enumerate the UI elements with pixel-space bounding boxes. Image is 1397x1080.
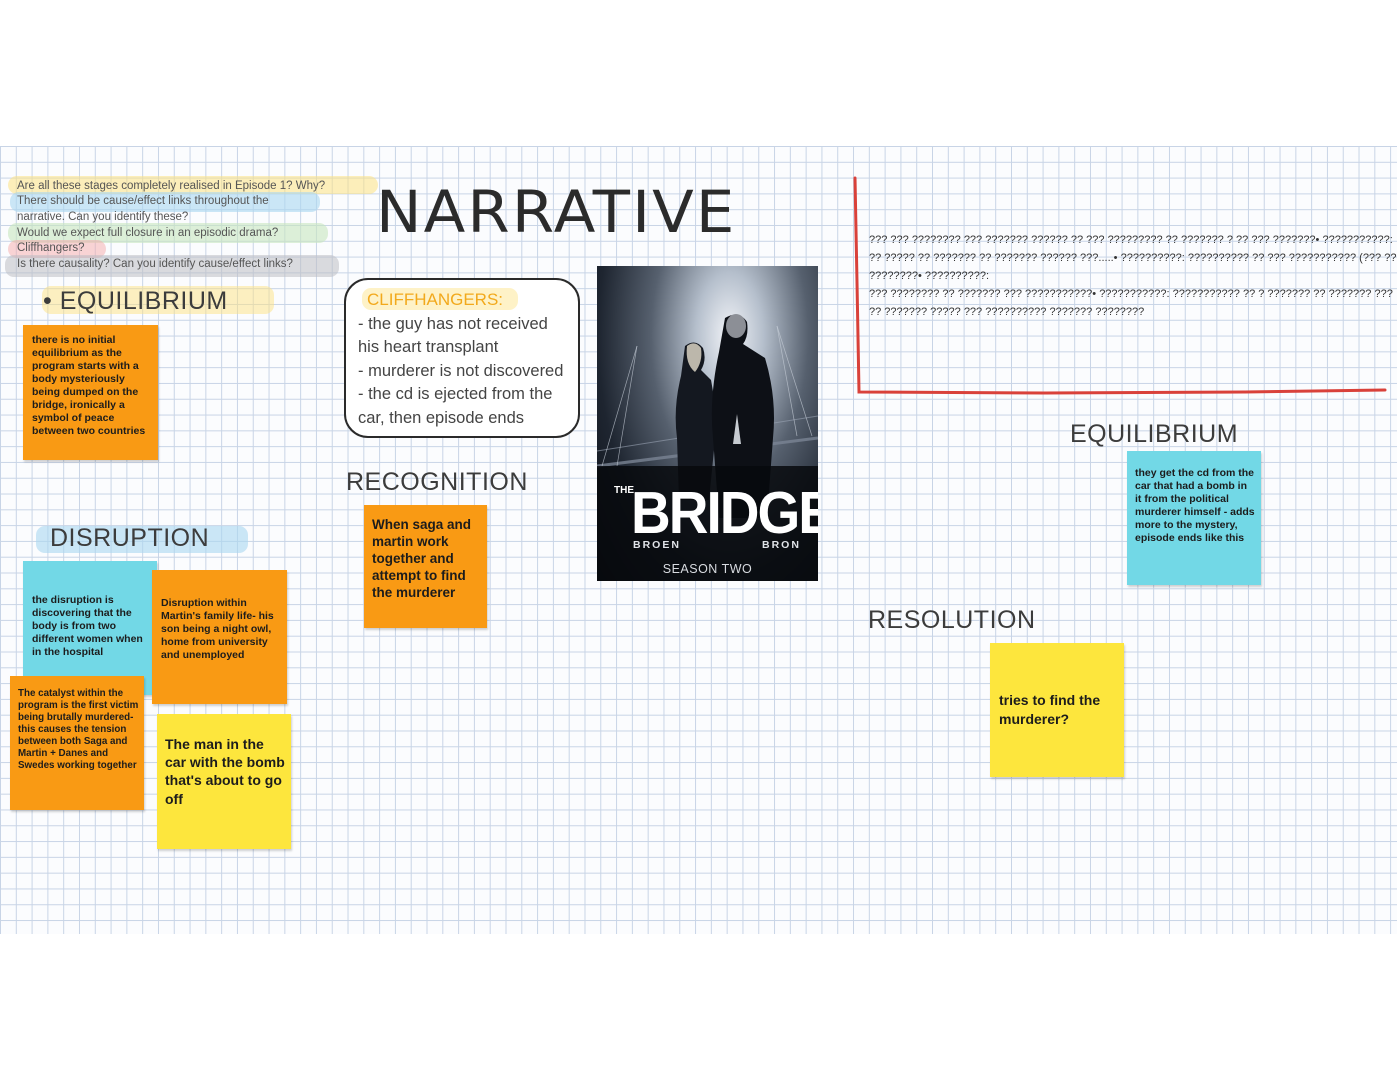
note-text: The catalyst within the program is the f… [18,688,139,771]
sticky-note[interactable]: The catalyst within the program is the f… [10,676,144,810]
cliffhangers-box[interactable] [344,278,580,438]
note-text: the disruption is discovering that the b… [32,594,143,658]
poster-season: SEASON TWO [662,562,753,576]
sticky-note[interactable]: The man in the car with the bomb that's … [157,714,291,849]
highlight-blue [10,192,320,212]
poster-title: BRIDGE [631,479,818,547]
sticky-note[interactable]: tries to find the murderer? [990,643,1124,777]
heading-equilibrium-right: EQUILIBRIUM [1070,420,1239,448]
highlight-yellow [42,286,274,314]
question-line: Cliffhangers? [17,242,85,254]
poster-art [597,314,818,581]
question-line: Are all these stages completely realised… [17,180,326,192]
highlight-blue [36,526,248,553]
highlight-yellow [8,176,378,194]
heading-disruption: DISRUPTION [50,524,210,552]
sticky-note[interactable]: there is no initial equilibrium as the p… [23,325,158,460]
page-title: NARRATIVE [376,178,737,246]
poster-sub-right: BRON [762,539,801,551]
garbled-text-line: ??? ??? ???????? ??? ??????? ?????? ?? ?… [869,234,1393,246]
poster-the: THE [614,485,634,496]
the-bridge-poster: THE BRIDGE BROEN BRON SEASON TWO [597,266,818,581]
question-line: Is there causality? Can you identify cau… [17,258,293,270]
sticky-note[interactable]: the disruption is discovering that the b… [23,561,157,695]
cliffhangers-label: CLIFFHANGERS: [367,290,504,309]
sticky-note[interactable]: they get the cd from the car that had a … [1127,451,1261,585]
sticky-note[interactable]: When saga and martin work together and a… [364,505,487,628]
note-text: they get the cd from the car that had a … [1135,467,1255,544]
note-text: Disruption within Martin's family life- … [161,597,274,661]
question-line: narrative. Can you identify these? [17,211,189,223]
highlight-red [8,240,106,258]
garbled-text-line: ?? ????? ?? ??????? ?? ??????? ?????? ??… [869,252,1397,264]
note-text: When saga and martin work together and a… [372,517,472,600]
highlight-green [8,223,328,243]
highlight-grey [5,255,339,277]
cliffhangers-text: - the guy has not received his heart tra… [358,315,564,427]
note-text: there is no initial equilibrium as the p… [32,334,146,437]
heading-equilibrium: • EQUILIBRIUM [43,287,228,315]
poster-sub-left: BROEN [633,539,681,551]
garbled-text-line: ?? ??????? ????? ??? ?????????? ??????? … [869,306,1145,318]
heading-resolution: RESOLUTION [868,606,1036,634]
question-line: Would we expect full closure in an episo… [17,227,279,239]
red-bracket [853,176,1387,395]
note-text: tries to find the murderer? [999,692,1101,727]
sticky-note[interactable]: Disruption within Martin's family life- … [152,570,287,704]
note-text: The man in the car with the bomb that's … [165,736,285,807]
heading-recognition: RECOGNITION [346,468,528,496]
garbled-text-line: ????????• ??????????: [869,270,990,282]
highlight-yellow [362,288,518,310]
question-line: There should be cause/effect links throu… [17,195,269,207]
garbled-text-line: ??? ???????? ?? ??????? ??? ???????????•… [869,288,1393,300]
